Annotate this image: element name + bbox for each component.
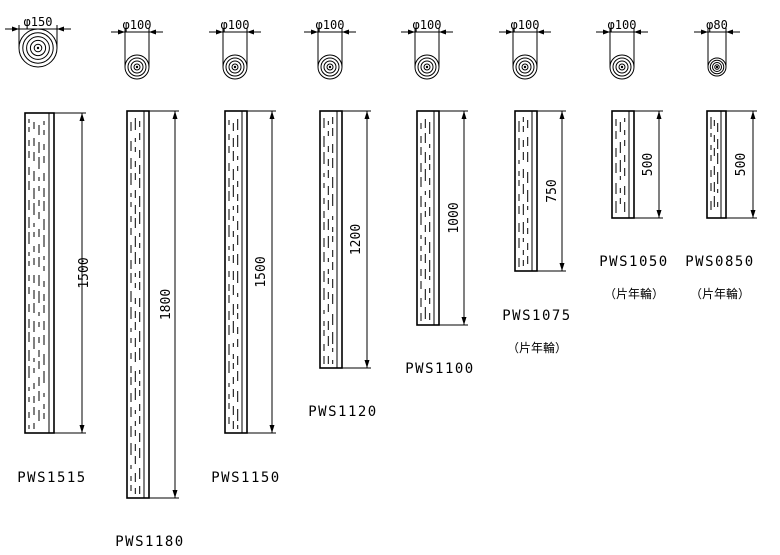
- single-ring-note: （片年輪）: [507, 340, 567, 355]
- cross-section-rings: [18, 28, 58, 68]
- post-elevation: [611, 110, 635, 219]
- product-code-label: PWS1050: [599, 254, 669, 270]
- diameter-dimension: φ100: [111, 18, 163, 67]
- cross-section-rings: [512, 54, 538, 80]
- height-dimension: 1000: [439, 110, 468, 326]
- height-dimension: 500: [726, 110, 757, 219]
- diameter-label: φ100: [221, 18, 250, 32]
- height-label: 750: [545, 179, 560, 202]
- post-elevation: [416, 110, 440, 326]
- height-dimension: 1500: [54, 112, 92, 434]
- cross-section-rings: [707, 57, 727, 77]
- single-ring-note: （片年輪）: [604, 286, 664, 301]
- cross-section-rings: [609, 54, 635, 80]
- cross-section-rings: [414, 54, 440, 80]
- cross-section-rings: [222, 54, 248, 80]
- height-dimension: 750: [537, 110, 566, 272]
- height-label: 1200: [349, 224, 364, 255]
- post-elevation: [319, 110, 343, 369]
- height-label: 1500: [254, 256, 269, 287]
- height-dimension: 1800: [149, 110, 179, 499]
- diameter-dimension: φ100: [499, 18, 551, 67]
- diameter-label: φ100: [123, 18, 152, 32]
- diameter-dimension: φ100: [401, 18, 453, 67]
- single-ring-note: （片年輪）: [690, 286, 750, 301]
- product-code-label: PWS1120: [308, 404, 378, 420]
- product-code-label: PWS1100: [405, 361, 475, 377]
- height-label: 500: [734, 153, 749, 176]
- height-label: 1500: [77, 257, 92, 288]
- diameter-dimension: φ150: [5, 15, 71, 48]
- diameter-dimension: φ80: [694, 18, 740, 67]
- diameter-label: φ150: [24, 15, 53, 29]
- product-code-label: PWS1180: [115, 534, 185, 550]
- diameter-dimension: φ100: [209, 18, 261, 67]
- diameter-dimension: φ100: [596, 18, 648, 67]
- product-code-label: PWS0850: [685, 254, 755, 270]
- post-elevation: [224, 110, 248, 434]
- cross-section-rings: [317, 54, 343, 80]
- height-dimension: 1500: [247, 110, 276, 434]
- product-code-label: PWS1515: [17, 470, 87, 486]
- diameter-label: φ80: [706, 18, 728, 32]
- product-code-label: PWS1075: [502, 308, 572, 324]
- height-label: 500: [641, 153, 656, 176]
- product-code-label: PWS1150: [211, 470, 281, 486]
- diameter-label: φ100: [511, 18, 540, 32]
- cross-section-rings: [124, 54, 150, 80]
- post-elevation: [514, 110, 538, 272]
- post-elevation: [706, 110, 727, 219]
- post-elevation: [24, 112, 55, 434]
- diameter-dimension: φ100: [304, 18, 356, 67]
- diameter-label: φ100: [413, 18, 442, 32]
- height-dimension: 500: [634, 110, 663, 219]
- height-label: 1800: [159, 289, 174, 320]
- diameter-label: φ100: [608, 18, 637, 32]
- height-dimension: 1200: [342, 110, 371, 369]
- diameter-label: φ100: [316, 18, 345, 32]
- post-elevation: [126, 110, 150, 499]
- height-label: 1000: [447, 202, 462, 233]
